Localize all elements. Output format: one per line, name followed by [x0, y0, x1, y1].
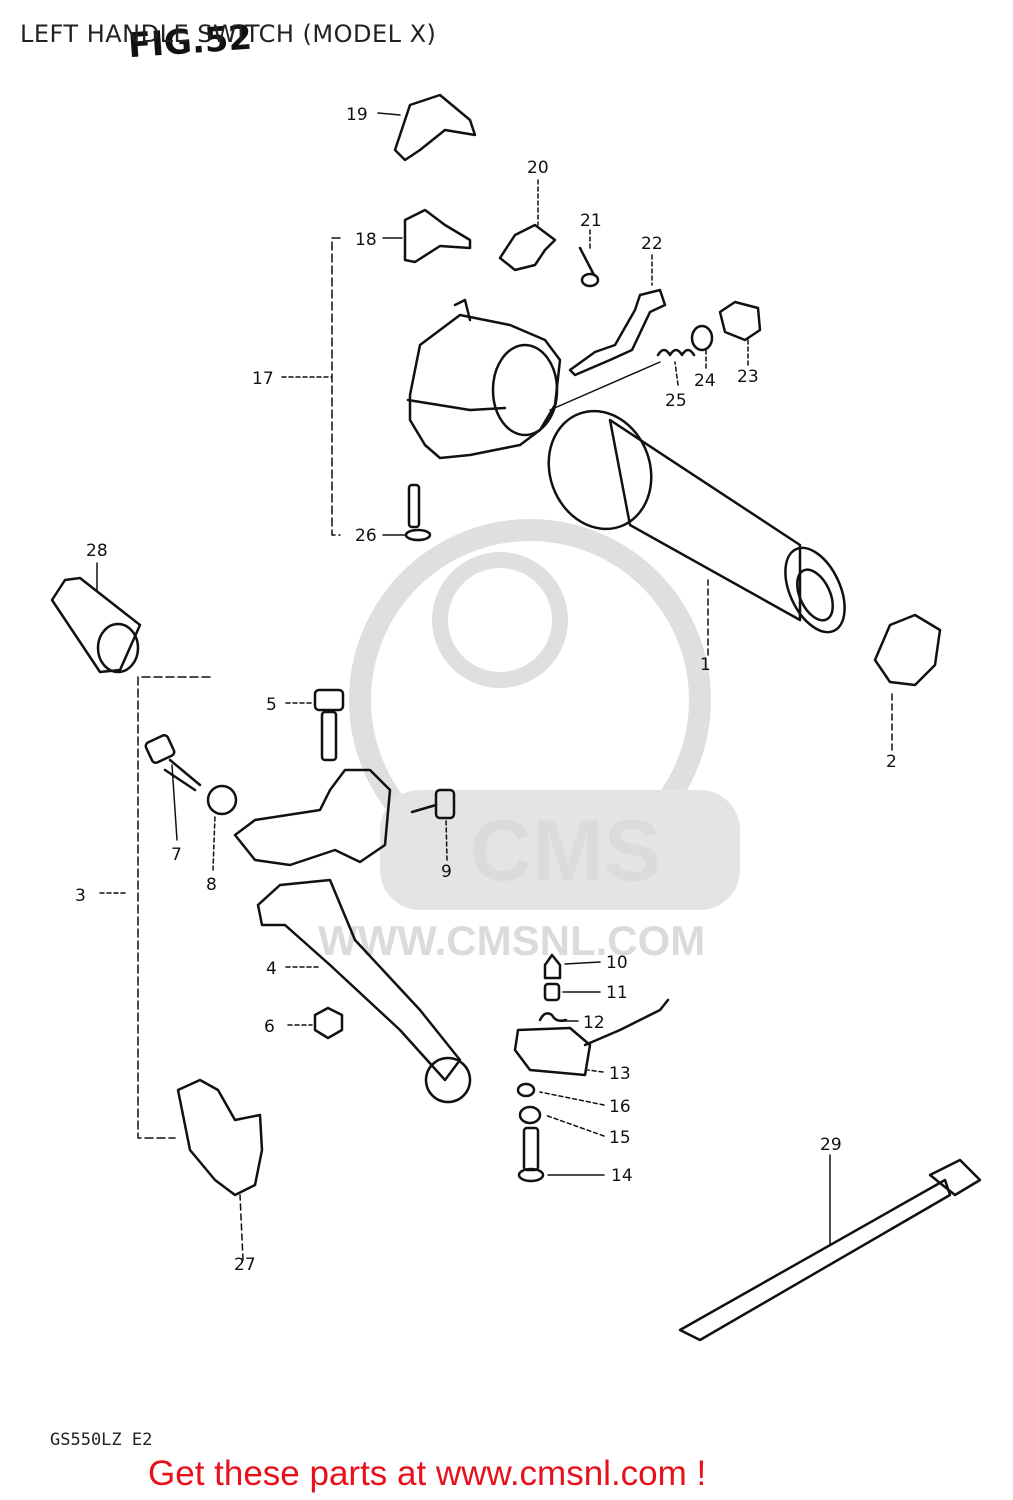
- part-label-8: 8: [206, 875, 217, 895]
- part-label-9: 9: [441, 862, 452, 882]
- page-title: LEFT HANDLE SWITCH (MODEL X): [20, 20, 437, 48]
- part-label-4: 4: [266, 959, 277, 979]
- footer-cta-link[interactable]: Get these parts at www.cmsnl.com !: [148, 1454, 707, 1493]
- lever-bracket-drawing: [233, 768, 392, 867]
- part-25-drawing: [656, 348, 696, 357]
- part-21-drawing: [578, 246, 600, 288]
- part-26-drawing: [404, 483, 432, 542]
- part-14-drawing: [517, 1126, 545, 1183]
- watermark-brand: CMS: [470, 803, 661, 899]
- part-labels: 1 2 3 4 5 6 7 8 9 10 11 12 13 14 15 16 1…: [75, 105, 897, 1275]
- part-label-17: 17: [252, 369, 274, 389]
- part-13-drawing: [513, 998, 670, 1077]
- part-label-28: 28: [86, 541, 108, 561]
- part-16-drawing: [516, 1082, 536, 1098]
- part-10-drawing: [543, 953, 562, 980]
- part-5-drawing: [313, 688, 345, 762]
- part-9-drawing: [410, 788, 456, 820]
- model-code: GS550LZ E2: [50, 1430, 153, 1450]
- part-2-drawing: [873, 613, 942, 687]
- part-label-23: 23: [737, 367, 759, 387]
- part-4-drawing: [256, 878, 472, 1104]
- part-22-drawing: [568, 288, 667, 377]
- part-label-27: 27: [234, 1255, 256, 1275]
- part-8-drawing: [206, 784, 238, 816]
- part-label-2: 2: [886, 752, 897, 772]
- part-label-19: 19: [346, 105, 368, 125]
- watermark: CMS WWW.CMSNL.COM: [318, 519, 740, 964]
- part-12-drawing: [538, 1012, 568, 1023]
- part-label-15: 15: [609, 1128, 631, 1148]
- part-label-25: 25: [665, 391, 687, 411]
- part-label-22: 22: [641, 234, 663, 254]
- part-label-12: 12: [583, 1013, 605, 1033]
- part-label-6: 6: [264, 1017, 275, 1037]
- part-27-drawing: [176, 1078, 264, 1197]
- part-11-drawing: [543, 982, 561, 1002]
- part-6-drawing: [313, 1006, 344, 1040]
- part-label-14: 14: [611, 1166, 633, 1186]
- part-label-10: 10: [606, 953, 628, 973]
- part-19-drawing: [393, 93, 477, 162]
- part-label-3: 3: [75, 886, 86, 906]
- part-label-11: 11: [606, 983, 628, 1003]
- part-20-drawing: [498, 223, 557, 272]
- part-label-29: 29: [820, 1135, 842, 1155]
- part-28-drawing: [50, 576, 142, 674]
- part-label-13: 13: [609, 1064, 631, 1084]
- part-24-drawing: [690, 324, 714, 352]
- part-label-20: 20: [527, 158, 549, 178]
- part-23-drawing: [718, 300, 762, 342]
- part-label-16: 16: [609, 1097, 631, 1117]
- part-label-18: 18: [355, 230, 377, 250]
- part-1-drawing: [547, 409, 846, 634]
- part-label-5: 5: [266, 695, 277, 715]
- part-label-24: 24: [694, 371, 716, 391]
- part-18-drawing: [403, 208, 472, 264]
- part-7-drawing: [144, 734, 202, 792]
- part-label-21: 21: [580, 211, 602, 231]
- part-29-drawing: [678, 1158, 982, 1342]
- part-label-26: 26: [355, 526, 377, 546]
- part-label-1: 1: [700, 655, 711, 675]
- part-17-drawing: [406, 298, 562, 460]
- part-15-drawing: [518, 1105, 542, 1125]
- watermark-url: WWW.CMSNL.COM: [318, 917, 705, 964]
- part-label-7: 7: [171, 845, 182, 865]
